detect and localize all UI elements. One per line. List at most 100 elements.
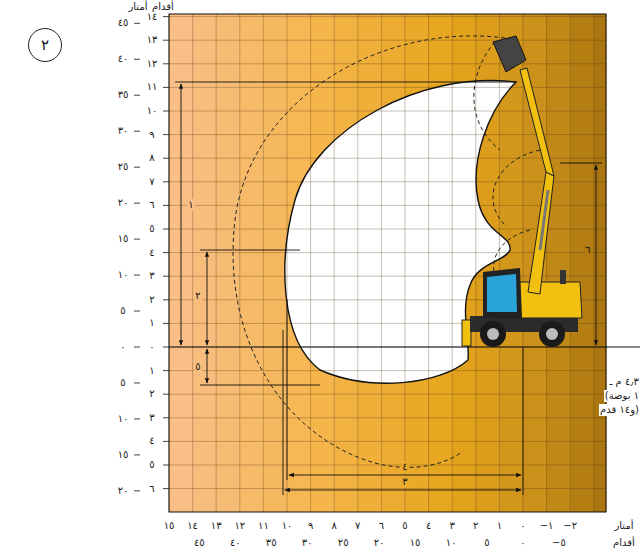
axis-unit: أمتار <box>613 520 634 532</box>
grid-line <box>169 441 606 442</box>
axis-tick-label: ٤٠ <box>229 537 242 549</box>
color-band <box>169 14 193 512</box>
axis-tick-label: −٥ <box>551 537 567 549</box>
axis-tick <box>163 87 169 88</box>
axis-tick-label: ٣ <box>148 412 155 424</box>
grid-line <box>169 63 606 64</box>
dimension-callout: ١ <box>187 199 194 211</box>
axis-tick-label: −٢ <box>562 520 578 532</box>
axis-tick-label: ٧ <box>148 176 155 188</box>
axis-tick-label: ١٥ <box>163 520 176 532</box>
axis-tick-label: ٩ <box>307 520 314 532</box>
axis-tick-label: ١٤ <box>146 11 159 23</box>
grid-line <box>523 14 524 512</box>
axis-tick <box>163 370 169 371</box>
axis-tick <box>163 276 169 277</box>
axis-tick <box>163 181 169 182</box>
axis-tick-label: ١٠ <box>281 520 294 532</box>
axis-tick-label: ١٢ <box>146 58 159 70</box>
figure-number-circle: ٢ <box>28 28 62 62</box>
axis-tick-label: ٤٥ <box>117 17 130 29</box>
dimension-callout: ٢ <box>194 290 201 302</box>
grid-line <box>169 394 606 395</box>
axis-tick-label: ٢٥ <box>337 537 350 549</box>
grid-line <box>169 87 606 88</box>
axis-tick-label: ١ <box>148 317 155 329</box>
axis-tick-label: ٥ <box>401 520 408 532</box>
axis-tick-label: ٥ <box>148 223 155 235</box>
axis-tick <box>134 239 140 240</box>
axis-tick-label: ٥ <box>483 537 490 549</box>
axis-tick-label: ٨ <box>148 152 155 164</box>
axis-tick-label: ٢ <box>472 520 479 532</box>
axis-tick-label: ٤٠ <box>117 53 130 65</box>
envelope-outline <box>285 80 516 383</box>
grid-line <box>357 14 358 512</box>
axis-tick-label: ٤ <box>148 435 155 447</box>
figure-number: ٢ <box>41 36 49 54</box>
axis-tick-label: ٢٥ <box>117 161 130 173</box>
grid-line <box>169 205 606 206</box>
grid-line <box>169 417 606 418</box>
axis-tick <box>134 167 140 168</box>
working-envelope <box>285 80 516 383</box>
axis-tick <box>163 488 169 489</box>
excavator-illustration <box>462 36 582 347</box>
grid-line <box>499 14 500 512</box>
grid-line <box>169 158 606 159</box>
axis-tick-label: ٣٥ <box>265 537 278 549</box>
grid-line <box>475 14 476 512</box>
axis-tick-label: ٣ <box>449 520 456 532</box>
axis-tick-label: ١٠ <box>146 105 159 117</box>
grid-line <box>169 370 606 371</box>
color-band <box>547 14 571 512</box>
axis-tick-label: ٦ <box>148 199 155 211</box>
axis-tick-label: ٢٠ <box>117 485 130 497</box>
color-band <box>263 14 287 512</box>
grid-line <box>169 40 606 41</box>
axis-tick-label: ١ <box>148 365 155 377</box>
axis-tick-label: ١١ <box>146 81 159 93</box>
color-band <box>570 14 594 512</box>
axis-tick <box>163 252 169 253</box>
grid-line <box>546 14 547 512</box>
axis-tick <box>163 16 169 17</box>
grid-line <box>169 111 606 112</box>
axis-tick-label: ١٢ <box>233 520 246 532</box>
axis-tick-label: ٥ <box>148 459 155 471</box>
axis-tick-label: ١١ <box>257 520 270 532</box>
axis-tick-label: ١ <box>496 520 503 532</box>
axis-tick <box>163 394 169 395</box>
axis-tick-label: ٧ <box>354 520 361 532</box>
axis-tick-label: ٤ <box>425 520 432 532</box>
axis-tick-label: ٠ <box>119 341 126 353</box>
reach-curves <box>233 36 540 467</box>
axis-tick <box>163 229 169 230</box>
dimension-lines <box>169 82 640 495</box>
axis-tick <box>134 203 140 204</box>
axis-tick-label: ٦ <box>378 520 385 532</box>
axis-tick <box>163 465 169 466</box>
axis-tick <box>163 205 169 206</box>
axis-tick <box>163 111 169 112</box>
axis-tick-label: ١٣ <box>146 34 159 46</box>
axis-tick-label: ١٥ <box>117 449 130 461</box>
axis-tick-label: ٣٠ <box>117 125 130 137</box>
color-band <box>216 14 240 512</box>
grid-line <box>452 14 453 512</box>
grid-line <box>239 14 240 512</box>
dimension-note: ٤٫٣ م ـ <box>609 376 640 388</box>
grid-line <box>405 14 406 512</box>
axis-tick-label: ٦ <box>148 483 155 495</box>
axis-tick <box>163 299 169 300</box>
axis-tick <box>134 490 140 491</box>
axis-tick <box>163 441 169 442</box>
axis-tick <box>134 311 140 312</box>
axis-tick-label: ٩ <box>148 129 155 141</box>
axis-tick-label: ٥ <box>119 377 126 389</box>
dimension-callout: ٥ <box>194 361 201 373</box>
grid-line <box>570 14 571 512</box>
axis-tick <box>163 417 169 418</box>
axis-tick-label: ٢٠ <box>373 537 386 549</box>
